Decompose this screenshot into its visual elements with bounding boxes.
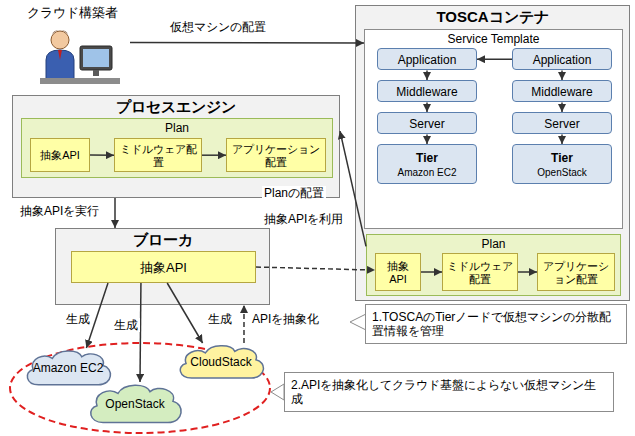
component-box: Application [512,48,612,70]
box-label: OpenStack [537,165,586,179]
arrow [561,70,563,80]
edge-label: Planの配置 [262,186,326,200]
edge-label: APIを抽象化 [250,312,321,326]
arrow [426,70,428,80]
box-label: 抽象API [140,258,187,276]
box-label: 2.APIを抽象化してクラウド基盤によらない仮想マシン生成 [291,378,607,407]
box-title: プロセスエンジン [13,96,339,116]
arrow [561,134,563,144]
callout-tail [271,384,284,400]
component-box: Server [512,112,612,134]
box-label: 1.TOSCAのTierノードで仮想マシンの分散配置情報を管理 [372,310,620,339]
component-box: Application [377,48,477,70]
arrow [426,134,428,144]
arrow [90,154,114,156]
arrow [477,58,512,60]
arrow [202,154,226,156]
edge-label: 仮想マシンの配置 [168,20,268,34]
step-box: 抽象API [375,253,421,291]
box-label: Application [533,51,592,67]
callout-tail [350,314,366,330]
box-label: Middleware [531,83,592,99]
component-box: TierOpenStack [512,144,612,184]
box-label: Tier [416,149,438,165]
arrow [130,42,364,44]
box-label: Server [409,115,444,131]
arrow [340,131,366,246]
box-label: Middleware [396,83,457,99]
person-icon [40,30,120,84]
box-label: Amazon EC2 [398,165,457,179]
arrow [114,198,116,228]
box-label: アプリケーション配置 [541,258,611,286]
arrow [421,271,442,273]
edge-label: 生成 [206,312,234,326]
arrow [518,271,537,273]
box-title: Plan [22,119,332,135]
edge-label: 生成 [64,312,92,326]
callout-box: 2.APIを抽象化してクラウド基盤によらない仮想マシン生成 [284,372,614,412]
box-label: 抽象API [379,258,417,286]
plan-box: Plan 抽象API ミドルウェア配置 アプリケーション配置 [21,118,333,178]
actor: クラウド構築者 [15,3,130,91]
actor-label: クラウド構築者 [15,3,130,21]
container-box: TOSCAコンテナ Service TemplateApplicationMidd… [355,5,630,301]
cloud-shape: CloudStack [175,343,267,381]
cloud-shape: Amazon EC2 [22,348,114,388]
box-label: アプリケーション配置 [230,141,322,169]
component-box: Middleware [377,80,477,102]
arrow [167,283,202,343]
component-box: Middleware [512,80,612,102]
edge-label: 生成 [112,318,140,332]
plan-box: Plan 抽象API ミドルウェア配置アプリケーション配置 [366,234,621,296]
edge-label: 抽象APIを実行 [18,204,101,218]
box-title: ブローカ [56,229,269,249]
arrow [426,102,428,112]
container-box: ブローカ抽象API [55,228,270,305]
cloud-shape: OpenStack [85,382,185,426]
component-box: Server [377,112,477,134]
dashed-arrow [243,305,245,343]
box-label: CloudStack [190,355,251,369]
box-label: OpenStack [105,397,164,411]
box-title: Service Template [365,30,622,46]
step-box: ミドルウェア配置 [114,138,202,172]
box-label: Tier [551,149,573,165]
dashed-arrow [256,267,375,270]
step-box: ミドルウェア配置 [442,253,518,291]
box-label: Application [398,51,457,67]
box-label: ミドルウェア配置 [446,258,514,286]
edge-label: 抽象APIを利用 [262,212,345,226]
component-box: TierAmazon EC2 [377,144,477,184]
step-box: 抽象API [71,251,256,283]
arrow [139,283,141,382]
box-label: ミドルウェア配置 [118,141,198,169]
box-title: Plan [367,235,620,251]
step-box: アプリケーション配置 [537,253,615,291]
box-label: Server [544,115,579,131]
box-label: 抽象API [40,147,80,162]
arrow [561,102,563,112]
box-label: Amazon EC2 [33,361,104,375]
box-title: TOSCAコンテナ [356,6,629,26]
step-box: 抽象API [30,138,90,172]
step-box: アプリケーション配置 [226,138,326,172]
container-box: プロセスエンジン Plan 抽象API ミドルウェア配置 アプリケーション配置 [12,95,340,198]
callout-box: 1.TOSCAのTierノードで仮想マシンの分散配置情報を管理 [365,304,627,344]
